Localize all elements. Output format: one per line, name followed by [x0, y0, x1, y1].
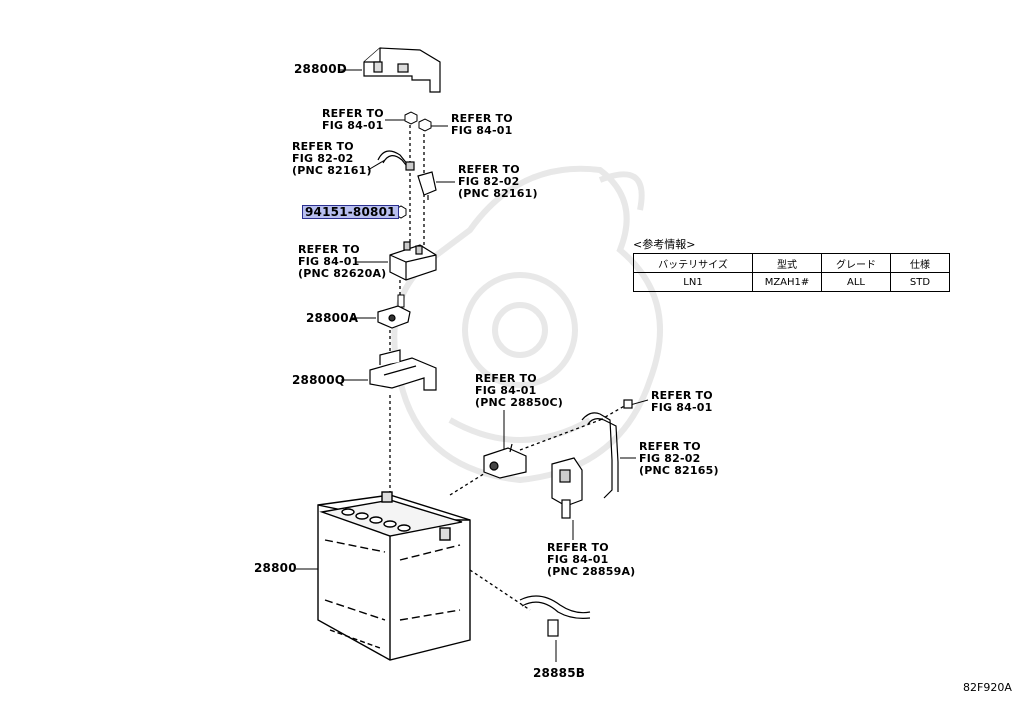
label-refer-pnc-82161-b[interactable]: REFER TO FIG 82-02 (PNC 82161) [458, 163, 538, 200]
watermark-emblem [391, 165, 663, 484]
assembly-line-6 [449, 469, 491, 496]
label-28800D[interactable]: 28800D [294, 62, 347, 76]
nut-r1 [404, 111, 418, 125]
label-94151-80801-highlighted[interactable]: 94151-80801 [302, 205, 399, 219]
label-28885B[interactable]: 28885B [533, 666, 586, 680]
label-refer-pnc-82620A[interactable]: REFER TO FIG 84-01 (PNC 82620A) [298, 243, 387, 280]
assembly-line-7 [519, 419, 601, 451]
label-refer-fig-84-01-c[interactable]: REFER TO FIG 84-01 [651, 389, 713, 414]
label-refer-pnc-28850C[interactable]: REFER TO FIG 84-01 (PNC 28850C) [475, 372, 563, 409]
part-28800D-drawing [363, 47, 441, 93]
label-28800[interactable]: 28800 [254, 561, 297, 575]
header-grade: グレード [821, 253, 891, 273]
info-header-row: バッテリサイズ 型式 グレード 仕様 [633, 253, 950, 273]
part-28800-battery-drawing [317, 491, 471, 661]
info-data-row: LN1 MZAH1# ALL STD [633, 272, 950, 292]
header-battery-size: バッテリサイズ [633, 253, 753, 273]
label-refer-fig-84-01-b[interactable]: REFER TO FIG 84-01 [451, 112, 513, 137]
cable-82161-a [377, 150, 415, 171]
nut-r2 [418, 118, 432, 132]
label-28800Q[interactable]: 28800Q [292, 373, 346, 387]
label-refer-pnc-82165[interactable]: REFER TO FIG 82-02 (PNC 82165) [639, 440, 719, 477]
leader-r7 [629, 399, 649, 406]
info-table: バッテリサイズ 型式 グレード 仕様 LN1 MZAH1# ALL STD [633, 253, 950, 292]
cell-battery-size: LN1 [633, 272, 753, 292]
cell-grade: ALL [821, 272, 891, 292]
cable-82165 [581, 399, 633, 499]
label-refer-fig-84-01-a[interactable]: REFER TO FIG 84-01 [322, 107, 384, 132]
label-refer-pnc-28859A[interactable]: REFER TO FIG 84-01 (PNC 28859A) [547, 541, 636, 578]
header-model: 型式 [752, 253, 822, 273]
bolt [397, 294, 405, 308]
cell-spec: STD [890, 272, 950, 292]
cell-model: MZAH1# [752, 272, 822, 292]
assembly-line-8 [599, 404, 627, 421]
header-spec: 仕様 [890, 253, 950, 273]
leader-r3 [367, 159, 386, 171]
block-82620A [389, 241, 437, 281]
label-refer-pnc-82161-a[interactable]: REFER TO FIG 82-02 (PNC 82161) [292, 140, 372, 177]
part-28850C-drawing [483, 443, 527, 479]
part-28859A-drawing [551, 457, 583, 519]
figure-code: 82F920A [963, 681, 1012, 694]
label-28800A[interactable]: 28800A [306, 311, 359, 325]
part-28885B-drawing [519, 595, 591, 637]
terminal-82161-b [417, 171, 437, 200]
info-title: <参考情報> [633, 238, 696, 251]
part-28800A-drawing [377, 305, 411, 329]
part-28800Q-drawing [369, 349, 437, 391]
